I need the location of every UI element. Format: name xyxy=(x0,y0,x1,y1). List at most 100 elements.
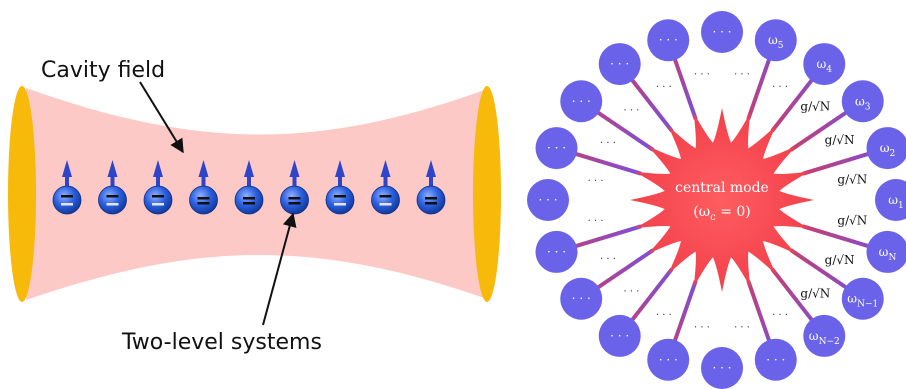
mode-label: · · · xyxy=(572,292,591,306)
bath-mode-node: · · · xyxy=(560,277,603,320)
mode-circle xyxy=(803,314,846,357)
two-level-systems-pointer xyxy=(262,212,297,326)
two-level-system xyxy=(371,160,400,215)
gap-ellipsis: · · · xyxy=(656,82,672,93)
mode-circle xyxy=(841,80,884,123)
mode-circle xyxy=(560,277,603,320)
cavity-field-label: Cavity field xyxy=(41,58,165,83)
bath-mode-node: ω2 xyxy=(866,127,906,170)
mode-circle xyxy=(598,314,641,357)
bath-mode-node: ωN xyxy=(866,230,906,273)
spin-arrow xyxy=(426,160,436,186)
bath-mode-node: ω1 xyxy=(875,179,906,221)
upper-level-bar xyxy=(152,195,164,198)
central-mode-node xyxy=(630,108,814,292)
bath-mode-node: · · · xyxy=(701,347,743,389)
mode-circle xyxy=(560,80,603,123)
cavity-field-pointer xyxy=(139,81,184,154)
spin-arrow xyxy=(153,160,163,186)
two-level-system xyxy=(234,160,264,215)
mode-label: ω5 xyxy=(768,33,784,51)
two-level-system xyxy=(143,160,173,215)
coupling-strength-label: g/√N xyxy=(837,172,867,186)
gap-ellipsis: · · · xyxy=(600,254,616,265)
cavity-panel: Cavity field Two-level systems xyxy=(8,58,501,355)
two-level-system xyxy=(189,160,218,215)
spin-arrow xyxy=(62,160,72,186)
mode-label: · · · xyxy=(766,353,785,367)
mode-circle xyxy=(701,347,743,389)
mode-circle xyxy=(754,19,797,62)
spin-arrow xyxy=(380,160,391,186)
coupling-strength-label: g/√N xyxy=(800,100,830,114)
atom-sphere xyxy=(325,185,355,215)
two-level-systems-label: Two-level systems xyxy=(121,330,322,355)
upper-level-bar xyxy=(425,197,437,200)
bath-mode-node: ω4 xyxy=(803,43,846,86)
bath-mode-node: ωN−2 xyxy=(803,314,846,357)
lower-level-bar xyxy=(106,203,119,206)
mode-circle xyxy=(875,179,906,221)
mode-label: · · · xyxy=(659,33,678,47)
upper-level-bar xyxy=(197,197,210,200)
mode-circle xyxy=(647,19,690,62)
mode-label: ω3 xyxy=(855,94,871,112)
lower-level-bar xyxy=(379,203,392,206)
upper-level-bar xyxy=(61,195,73,198)
two-level-system xyxy=(416,160,446,215)
right-mirror xyxy=(473,86,501,302)
bath-mode-nodes: ω1 ω2 ω3 ω4 ω5 · · · · · · · · · · · · · · · · · ·… xyxy=(527,11,906,389)
atom-sphere xyxy=(98,185,127,215)
upper-level-bar xyxy=(106,195,119,198)
bath-mode-node: ω3 xyxy=(841,80,884,123)
lower-level-bar xyxy=(197,202,210,205)
mode-circle xyxy=(535,127,578,170)
gap-ellipsis: · · · xyxy=(588,216,604,227)
two-level-system xyxy=(325,160,355,215)
spin-arrow xyxy=(335,160,345,186)
mode-label: · · · xyxy=(538,193,557,207)
bath-mode-node: · · · xyxy=(647,19,690,62)
atom-sphere xyxy=(189,185,218,215)
mode-label: · · · xyxy=(610,57,629,71)
gap-ellipsis: · · · xyxy=(772,82,788,93)
mode-label: · · · xyxy=(547,141,566,155)
left-mirror xyxy=(8,86,36,302)
atom-sphere xyxy=(234,185,264,215)
lower-level-bar xyxy=(425,202,437,205)
gap-ellipsis: · · · xyxy=(734,70,750,81)
gap-ellipsis: · · · xyxy=(734,322,750,333)
spin-arrow xyxy=(198,160,209,186)
spin-arrow xyxy=(107,160,118,186)
gap-ellipsis: · · · xyxy=(656,310,672,321)
mode-circle xyxy=(841,277,884,320)
mode-circle xyxy=(527,179,569,221)
lower-level-bar xyxy=(243,202,255,205)
mode-circle xyxy=(598,43,641,86)
mode-label: · · · xyxy=(659,353,678,367)
atom-sphere xyxy=(52,185,82,215)
mode-label: · · · xyxy=(712,25,731,39)
gap-ellipsis: · · · xyxy=(694,70,710,81)
gap-ellipsis: · · · xyxy=(600,138,616,149)
mode-circle xyxy=(803,43,846,86)
atom-sphere xyxy=(371,185,400,215)
mode-label: ω4 xyxy=(817,57,833,75)
gap-ellipsis: · · · xyxy=(588,176,604,187)
spin-arrow xyxy=(289,160,300,186)
mode-circle xyxy=(535,230,578,273)
atom-sphere xyxy=(416,185,446,215)
upper-level-bar xyxy=(243,197,255,200)
gap-ellipsis: · · · xyxy=(772,310,788,321)
bath-mode-node: · · · xyxy=(598,314,641,357)
mode-circle xyxy=(647,338,690,381)
mode-circle xyxy=(701,11,743,53)
lower-level-bar xyxy=(152,203,164,206)
coupling-labels: g/√Ng/√Ng/√Ng/√Ng/√Ng/√N xyxy=(800,100,867,301)
mode-label: ωN−1 xyxy=(847,292,878,310)
mode-label: ωN−2 xyxy=(809,329,840,347)
gap-ellipsis: · · · xyxy=(694,322,710,333)
bath-mode-node: · · · xyxy=(527,179,569,221)
